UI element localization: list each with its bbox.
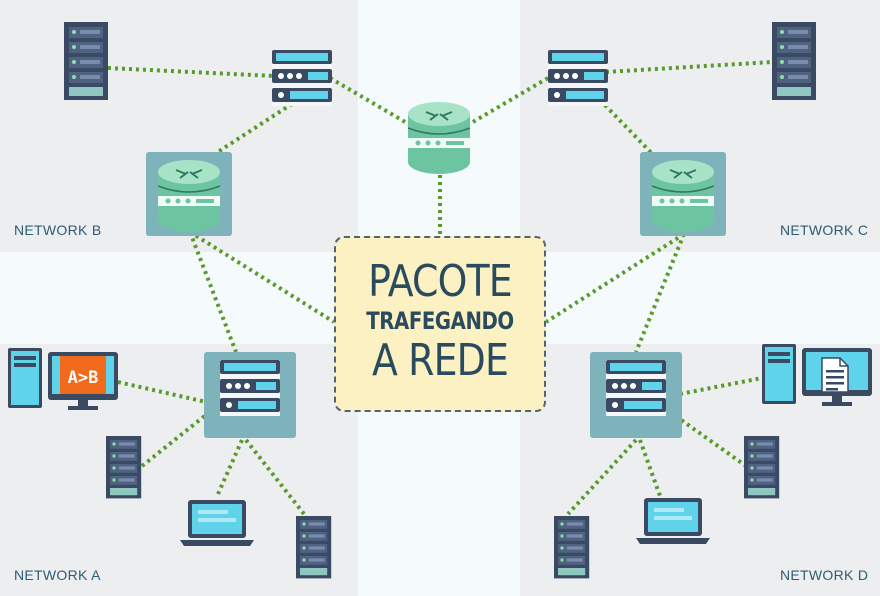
link-a-laptop-switch <box>216 439 244 495</box>
link-a-server2-switch <box>244 438 306 516</box>
screen-text: A>B <box>68 368 99 388</box>
link-c-router-d-switch <box>634 233 686 353</box>
link-c-switch-core <box>464 76 550 128</box>
switch-icon <box>272 50 332 106</box>
server-tower-icon <box>106 436 142 499</box>
link-b-switch-core <box>328 76 414 128</box>
center-title-line3: A REDE <box>371 335 509 386</box>
server-tower-icon <box>772 22 816 100</box>
center-title-line2: TRAFEGANDO <box>366 307 514 335</box>
link-d-switch-server2 <box>566 438 638 516</box>
link-a-server-switch <box>140 408 214 468</box>
switch-icon <box>606 360 666 416</box>
link-d-switch-server <box>668 410 748 468</box>
link-b-router-a-switch <box>188 231 238 353</box>
router-icon <box>651 159 715 233</box>
router-icon <box>407 101 471 175</box>
label-network-a: NETWORK A <box>14 567 101 583</box>
server-tower-icon <box>554 516 590 579</box>
label-network-b: NETWORK B <box>14 222 102 238</box>
server-tower-icon <box>296 516 332 579</box>
center-callout: PACOTE TRAFEGANDO A REDE <box>334 236 546 412</box>
label-network-d: NETWORK D <box>780 567 869 583</box>
server-tower-icon <box>64 22 108 100</box>
label-network-c: NETWORK C <box>780 222 869 238</box>
link-d-switch-laptop <box>638 439 662 497</box>
document-icon <box>821 357 849 393</box>
center-title-line1: PACOTE <box>368 256 513 307</box>
switch-icon <box>220 360 280 416</box>
screen-highlight <box>60 356 106 394</box>
pc-tower-icon <box>8 348 42 408</box>
link-b-router-center <box>188 230 336 324</box>
server-tower-icon <box>744 436 780 499</box>
link-a-pc-switch <box>117 380 207 404</box>
router-icon <box>157 159 221 233</box>
switch-icon <box>548 50 608 106</box>
pc-tower-icon <box>762 344 796 404</box>
network-links <box>107 60 773 516</box>
